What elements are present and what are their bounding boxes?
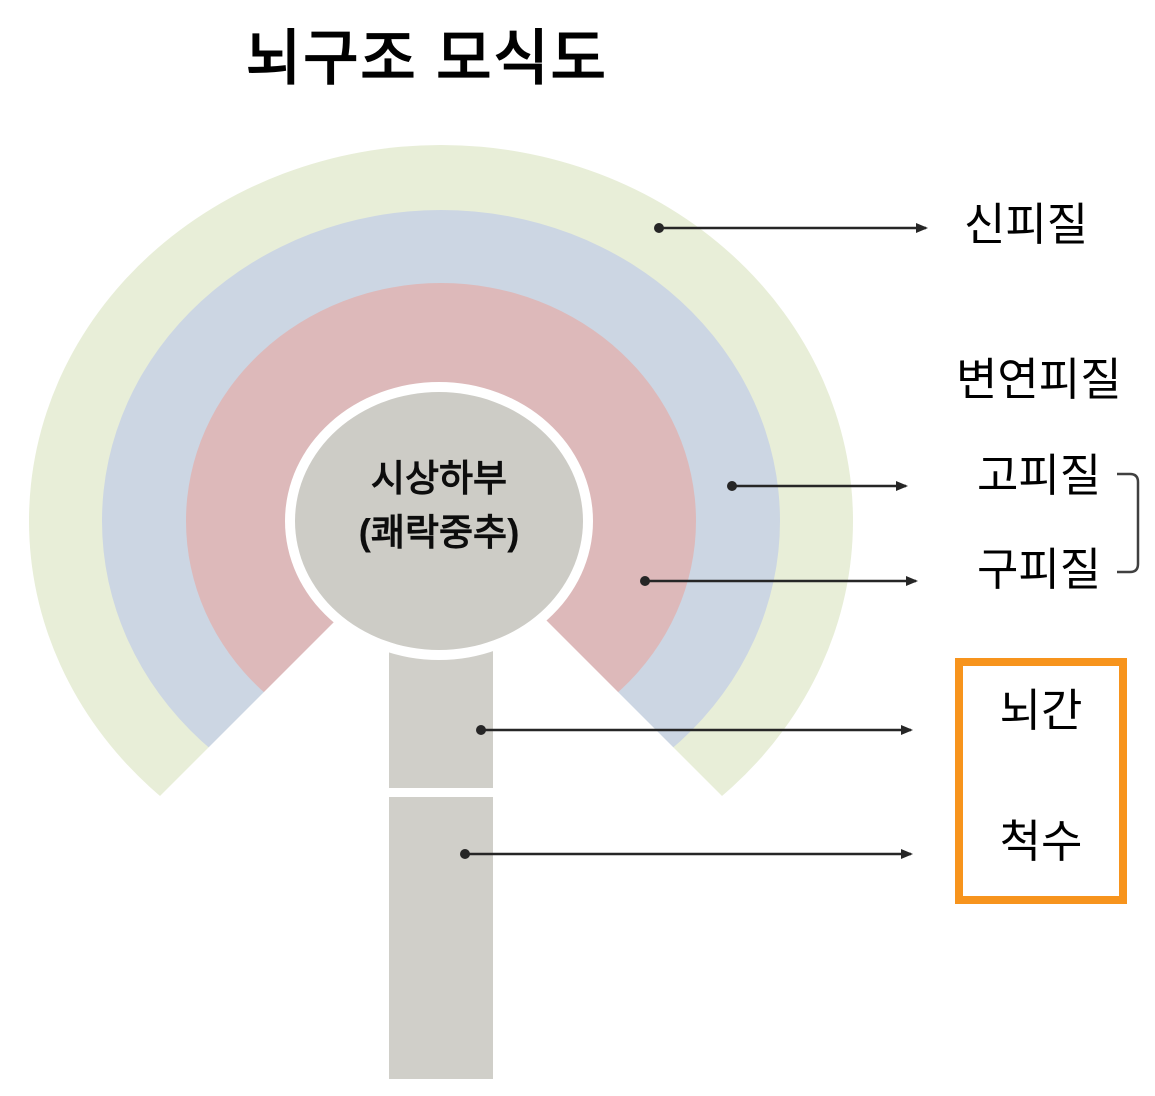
hypothalamus-circle — [295, 392, 583, 650]
neocortex-arrow-dot — [654, 223, 664, 233]
paleocortex-arrow-dot — [727, 481, 737, 491]
spinal-cord-label: 척수 — [999, 816, 1083, 867]
archicortex-arrow-dot — [640, 576, 650, 586]
brainstem-label: 뇌간 — [999, 685, 1083, 736]
brainstem-arrow-dot — [476, 725, 486, 735]
cortex-group-bracket — [1117, 472, 1140, 574]
brainstem-shape — [389, 638, 493, 788]
archicortex-label: 구피질 — [977, 544, 1102, 595]
page-title: 뇌구조 모식도 — [246, 25, 608, 92]
hypothalamus-label-line2: (쾌락중추) — [358, 511, 520, 553]
highlight-box — [955, 658, 1127, 904]
arrow-start-dots — [460, 223, 737, 859]
leader-arrows — [465, 223, 928, 859]
limbic-cortex-label: 변연피질 — [956, 354, 1122, 405]
paleocortex-label: 고피질 — [977, 450, 1102, 501]
spinal-cord-arrow-dot — [460, 849, 470, 859]
hypothalamus-label: 시상하부 (쾌락중추) — [289, 452, 589, 559]
neocortex-label: 신피질 — [964, 199, 1089, 250]
spinal-cord-shape — [389, 797, 493, 1079]
hypothalamus-label-line1: 시상하부 — [370, 458, 508, 499]
